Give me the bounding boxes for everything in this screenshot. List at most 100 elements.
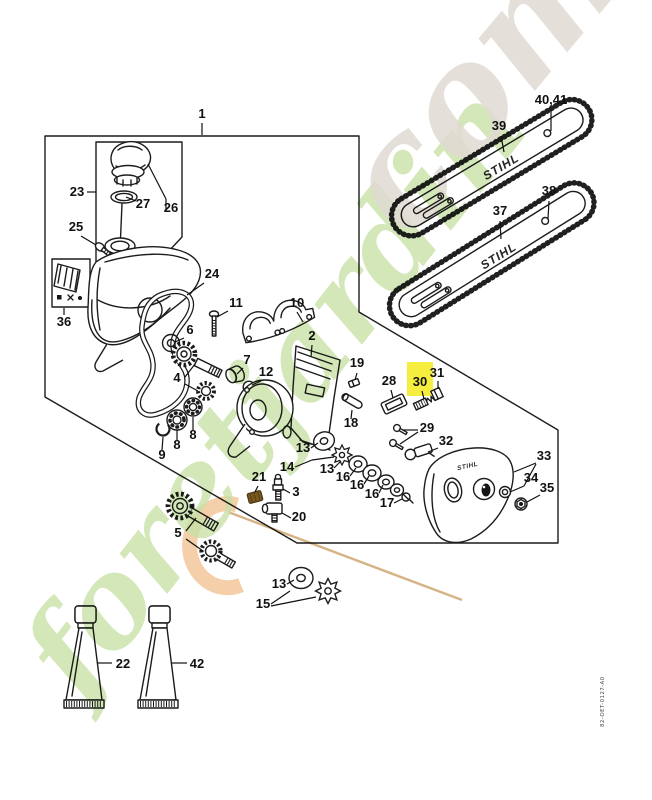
leader-line-37 bbox=[499, 220, 502, 240]
part-label-42: 42 bbox=[190, 656, 204, 671]
grease-tube-42 bbox=[137, 605, 179, 709]
part-label-33: 33 bbox=[537, 448, 551, 463]
leader-line-16 bbox=[363, 475, 370, 485]
clamp-10 bbox=[242, 299, 316, 344]
part-label-1: 1 bbox=[198, 106, 205, 121]
part-label-31: 31 bbox=[430, 365, 444, 380]
leader-line-13 bbox=[333, 460, 342, 469]
symbol-oil-dot bbox=[57, 295, 62, 300]
part-label-13: 13 bbox=[296, 440, 310, 455]
leader-line-20 bbox=[281, 512, 292, 519]
leader-line-14 bbox=[311, 456, 335, 461]
part-label-35: 35 bbox=[540, 480, 554, 495]
gear-housing-2 bbox=[227, 345, 341, 458]
sprocket-15 bbox=[314, 577, 342, 605]
washer-16b bbox=[362, 464, 382, 482]
leader-line-6 bbox=[174, 337, 185, 343]
elbow-20 bbox=[261, 502, 283, 523]
part-label-9: 9 bbox=[158, 447, 165, 462]
part-label-7: 7 bbox=[243, 352, 250, 367]
leader-line-33 bbox=[523, 463, 537, 487]
part-label-16: 16 bbox=[336, 469, 350, 484]
part-label-10: 10 bbox=[290, 295, 304, 310]
screw-29a bbox=[392, 423, 408, 436]
part-label-32: 32 bbox=[439, 433, 453, 448]
washer-13-bottom bbox=[288, 566, 314, 590]
leader-line-21 bbox=[254, 485, 259, 493]
watermark-orange-swoosh bbox=[182, 496, 244, 596]
part-label-40-41: 40,41 bbox=[535, 92, 568, 107]
bolt-11 bbox=[208, 310, 220, 337]
part-label-27: 27 bbox=[136, 196, 150, 211]
screw-17 bbox=[401, 492, 414, 504]
part-label-2: 2 bbox=[308, 328, 315, 343]
part-label-21: 21 bbox=[252, 469, 266, 484]
part-label-36: 36 bbox=[57, 314, 71, 329]
leader-line-13 bbox=[286, 579, 295, 585]
part-label-38: 38 bbox=[542, 183, 556, 198]
leader-line-26 bbox=[147, 163, 167, 200]
washer-34 bbox=[498, 485, 512, 499]
screw-29b bbox=[388, 438, 404, 451]
pin-19 bbox=[347, 378, 361, 388]
leader-line-29 bbox=[399, 431, 419, 445]
sprocket-14 bbox=[331, 444, 353, 466]
washer-16c bbox=[377, 474, 395, 490]
part-label-4: 4 bbox=[173, 370, 181, 385]
part-label-14: 14 bbox=[280, 459, 295, 474]
leader-line-34 bbox=[509, 485, 525, 493]
part-label-25: 25 bbox=[69, 219, 83, 234]
cover-brand-text: STIHL bbox=[457, 461, 479, 473]
part-label-20: 20 bbox=[292, 509, 306, 524]
leader-line-28 bbox=[390, 389, 394, 399]
grease-nipple-3 bbox=[272, 473, 284, 501]
part-label-8: 8 bbox=[189, 427, 196, 442]
leader-line-18 bbox=[350, 409, 353, 420]
part-label-29: 29 bbox=[420, 420, 434, 435]
part-label-19: 19 bbox=[350, 355, 364, 370]
part-label-16: 16 bbox=[350, 477, 364, 492]
bar-hole-38 bbox=[541, 216, 550, 226]
part-label-15: 15 bbox=[256, 596, 270, 611]
part-label-11: 11 bbox=[229, 295, 243, 310]
pin-18 bbox=[341, 393, 363, 409]
part-label-13: 13 bbox=[320, 461, 334, 476]
leader-line-10 bbox=[296, 311, 304, 323]
part-label-6: 6 bbox=[186, 322, 193, 337]
pump-32 bbox=[404, 443, 435, 461]
part-label-8: 8 bbox=[173, 437, 180, 452]
bevel-gear-4 bbox=[170, 340, 223, 401]
leader-line-33 bbox=[513, 462, 537, 473]
bushing-21 bbox=[246, 490, 264, 504]
leader-line-17 bbox=[393, 498, 403, 504]
ball-bearing-8b bbox=[166, 409, 188, 431]
leader-line-16 bbox=[378, 484, 384, 494]
leader-line-30 bbox=[421, 390, 425, 400]
part-label-17: 17 bbox=[380, 495, 394, 510]
guide-bar-lower: STIHL bbox=[386, 180, 597, 329]
nut-35 bbox=[514, 497, 528, 511]
washer-16a bbox=[348, 455, 368, 473]
sprocket-cover-33: STIHL bbox=[423, 447, 514, 544]
part-label-26: 26 bbox=[164, 200, 178, 215]
saw-chain-39 bbox=[388, 96, 595, 239]
leader-line-32 bbox=[427, 447, 439, 453]
leader-line-11 bbox=[216, 310, 229, 318]
bevel-gear-5b bbox=[199, 539, 237, 569]
leader-line-4 bbox=[184, 363, 196, 378]
ball-bearing-8a bbox=[183, 397, 203, 417]
highlight-30 bbox=[407, 362, 433, 396]
part-label-16: 16 bbox=[365, 486, 379, 501]
oil-tank bbox=[87, 237, 202, 373]
pump-block-28 bbox=[380, 393, 408, 415]
leader-line-14 bbox=[294, 459, 313, 468]
leader-line-24 bbox=[186, 282, 205, 296]
leader-line-25 bbox=[80, 235, 97, 246]
leader-line-13 bbox=[310, 442, 319, 449]
part-label-13: 13 bbox=[272, 576, 286, 591]
washer-13 bbox=[312, 431, 336, 451]
part-label-37: 37 bbox=[493, 203, 507, 218]
part-label-23: 23 bbox=[70, 184, 84, 199]
